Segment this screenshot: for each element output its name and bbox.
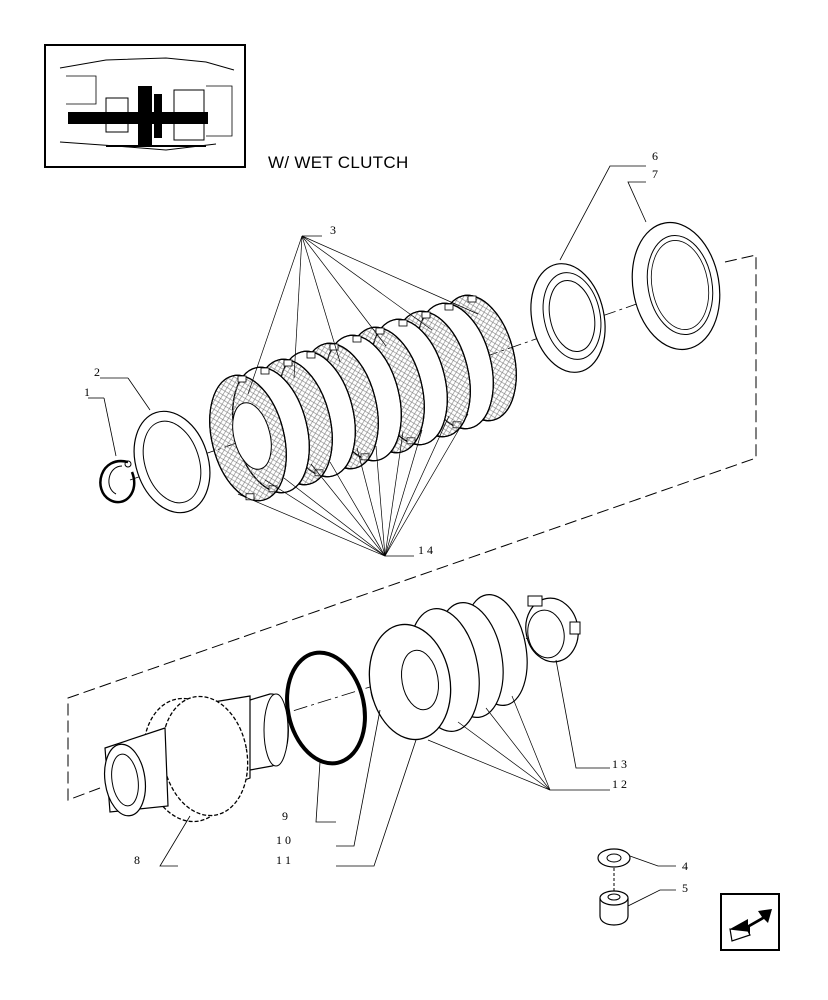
piston-stack xyxy=(368,594,528,741)
callout-3: 3 xyxy=(330,223,336,237)
callout-8: 8 xyxy=(134,853,140,867)
callout-6: 6 xyxy=(652,149,658,163)
large-o-ring-part xyxy=(285,650,367,766)
thrust-washer-part xyxy=(133,410,211,514)
callout-12: 1 2 xyxy=(612,777,627,791)
callout-4: 4 xyxy=(682,859,688,873)
callout-2: 2 xyxy=(94,365,100,379)
callout-9: 9 xyxy=(282,809,288,823)
circlip-part xyxy=(99,459,136,504)
callout-10: 1 0 xyxy=(276,833,291,847)
gear-shaft-part xyxy=(103,693,289,823)
leader-fan-12 xyxy=(427,695,551,791)
seal-ring-6 xyxy=(530,263,606,373)
callout-11: 1 1 xyxy=(276,853,291,867)
assembly-boundary-dashed xyxy=(67,254,757,801)
callout-14: 1 4 xyxy=(418,543,433,557)
callout-13: 1 3 xyxy=(612,757,627,771)
callout-5: 5 xyxy=(682,881,688,895)
leader-fan-14 xyxy=(237,413,469,557)
bushing-part xyxy=(599,890,629,926)
leader-lines xyxy=(88,165,676,907)
seal-ring-7 xyxy=(631,221,721,351)
washer-part xyxy=(597,848,631,868)
slotted-nut-part xyxy=(525,595,581,663)
clutch-disc-stack xyxy=(209,294,517,502)
diagram-caption: W/ WET CLUTCH xyxy=(268,153,409,172)
next-page-button[interactable] xyxy=(720,893,780,951)
clutch-disc xyxy=(209,374,287,502)
leader-fan-3 xyxy=(247,235,479,395)
next-page-arrow-icon xyxy=(729,909,772,942)
callout-7: 7 xyxy=(652,167,658,181)
callout-1: 1 xyxy=(84,385,90,399)
assembly-location-thumbnail xyxy=(44,44,246,168)
transmission-section-thumbnail xyxy=(54,54,236,158)
